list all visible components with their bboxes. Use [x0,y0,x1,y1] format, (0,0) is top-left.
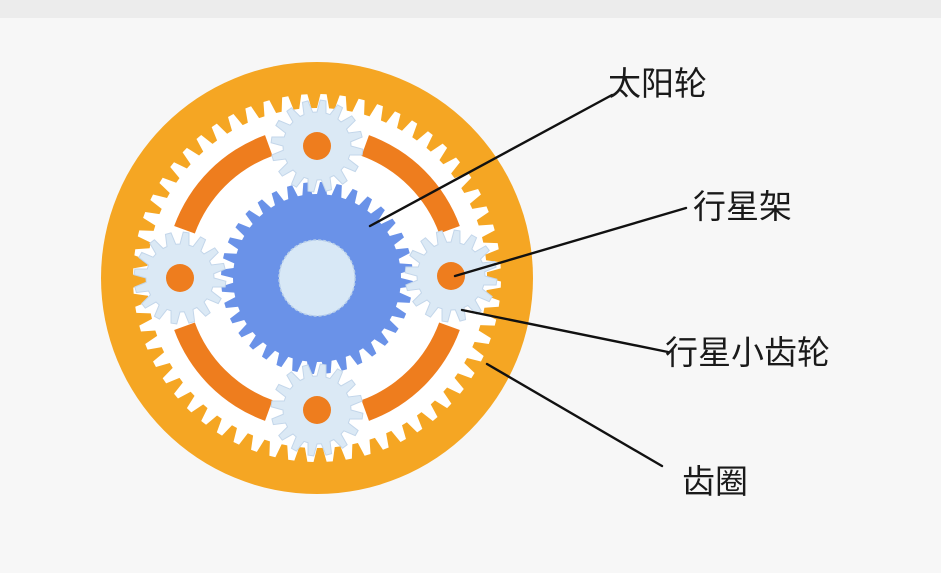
sun-gear-label: 太阳轮 [608,64,707,103]
planet-gear-right [404,229,498,323]
sun-gear-hub [278,239,356,317]
planet-gear-top [270,99,364,193]
ring-gear-label: 齿圈 [682,462,748,501]
planet-gear-pin [166,264,194,292]
planet-gear-label: 行星小齿轮 [665,333,830,372]
top-band [0,0,941,18]
planet-gear-pin [303,396,331,424]
planet-carrier-label: 行星架 [693,187,792,226]
planet-gear-bottom [270,363,364,457]
leader-lines [368,93,688,468]
leader-planet-carrier [453,206,688,278]
leader-ring-gear [485,362,664,468]
planet-gear-left [133,231,227,325]
planet-gears [133,99,498,457]
planet-gear-pin [437,262,465,290]
planet-gear-pin [303,132,331,160]
leader-sun-gear [368,93,614,228]
leader-planet-gear [460,308,670,354]
